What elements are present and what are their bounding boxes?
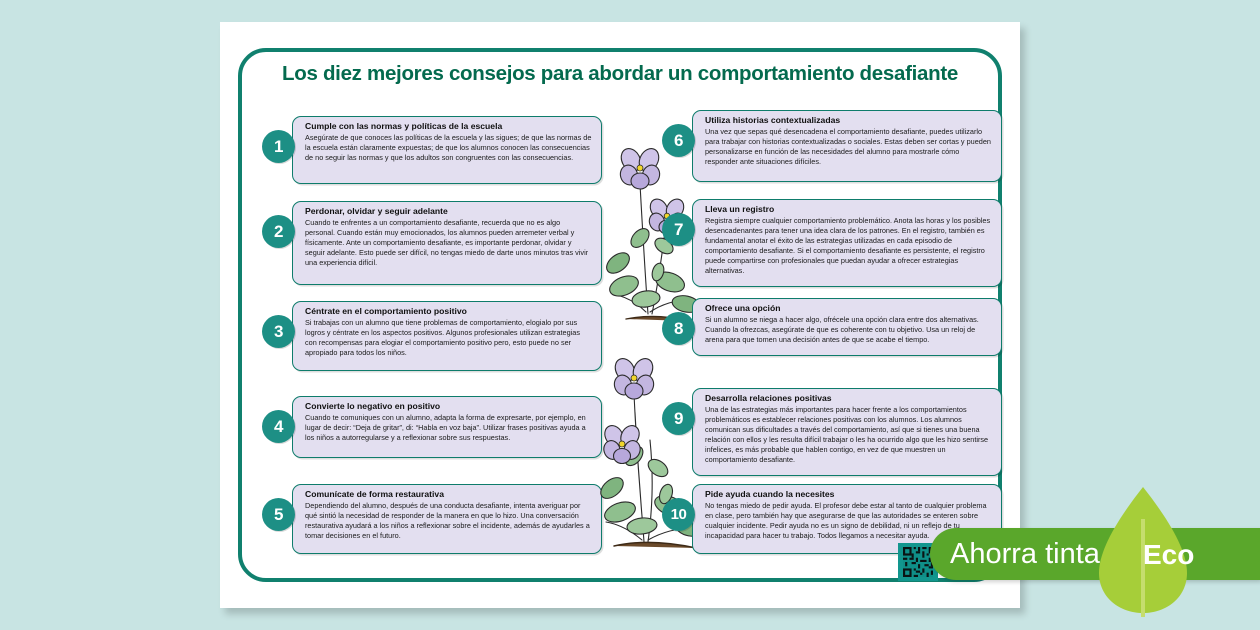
tip-number-10: 10 — [662, 498, 695, 531]
tip-body-3: Céntrate en el comportamiento positivo S… — [292, 301, 602, 371]
tip-heading-5: Comunícate de forma restaurativa — [305, 489, 444, 499]
tip-body-6: Utiliza historias contextualizadas Una v… — [692, 110, 1002, 182]
tip-text-7: Registra siempre cualquier comportamient… — [705, 215, 991, 276]
tip-body-7: Lleva un registro Registra siempre cualq… — [692, 199, 1002, 287]
tip-text-9: Una de las estrategias más importantes p… — [705, 404, 989, 465]
eco-sublabel: Eco — [1143, 539, 1195, 570]
eco-badge: Ahorra tinta Eco — [930, 487, 1260, 617]
tip-heading-10: Pide ayuda cuando la necesites — [705, 489, 835, 499]
tip-text-4: Cuando te comuniques con un alumno, adap… — [305, 412, 586, 442]
tip-card-8: 8 Ofrece una opción Si un alumno se nieg… — [662, 298, 1002, 356]
tip-card-3: 3 Céntrate en el comportamiento positivo… — [262, 301, 602, 371]
tip-number-5: 5 — [262, 498, 295, 531]
tip-number-6: 6 — [662, 124, 695, 157]
tip-body-2: Perdonar, olvidar y seguir adelante Cuan… — [292, 201, 602, 285]
tip-card-9: 9 Desarrolla relaciones positivas Una de… — [662, 388, 1002, 476]
tip-number-9: 9 — [662, 402, 695, 435]
tip-text-1: Asegúrate de que conoces las políticas d… — [305, 132, 592, 162]
tip-number-4: 4 — [262, 410, 295, 443]
eco-pill — [930, 528, 1260, 580]
tip-number-2: 2 — [262, 215, 295, 248]
tip-text-6: Una vez que sepas qué desencadena el com… — [705, 126, 991, 167]
tip-text-10: No tengas miedo de pedir ayuda. El profe… — [705, 500, 987, 541]
tip-card-10: 10 Pide ayuda cuando la necesites No ten… — [662, 484, 1002, 554]
tip-heading-7: Lleva un registro — [705, 204, 775, 214]
tip-body-9: Desarrolla relaciones positivas Una de l… — [692, 388, 1002, 476]
tip-heading-4: Convierte lo negativo en positivo — [305, 401, 441, 411]
tip-card-7: 7 Lleva un registro Registra siempre cua… — [662, 199, 1002, 287]
tip-text-8: Si un alumno se niega a hacer algo, ofré… — [705, 314, 979, 344]
tip-body-5: Comunícate de forma restaurativa Dependi… — [292, 484, 602, 554]
tip-number-7: 7 — [662, 213, 695, 246]
page-title: Los diez mejores consejos para abordar u… — [282, 62, 958, 85]
tip-number-1: 1 — [262, 130, 295, 163]
tip-heading-9: Desarrolla relaciones positivas — [705, 393, 832, 403]
tip-card-4: 4 Convierte lo negativo en positivo Cuan… — [262, 396, 602, 458]
tip-number-3: 3 — [262, 315, 295, 348]
eco-label: Ahorra tinta — [950, 538, 1100, 570]
leaf-icon — [1099, 487, 1187, 617]
tip-number-8: 8 — [662, 312, 695, 345]
tip-text-5: Dependiendo del alumno, después de una c… — [305, 500, 590, 541]
tip-card-1: 1 Cumple con las normas y políticas de l… — [262, 116, 602, 184]
tip-body-4: Convierte lo negativo en positivo Cuando… — [292, 396, 602, 458]
tip-heading-2: Perdonar, olvidar y seguir adelante — [305, 206, 448, 216]
tip-heading-3: Céntrate en el comportamiento positivo — [305, 306, 467, 316]
tip-heading-1: Cumple con las normas y políticas de la … — [305, 121, 503, 131]
tip-text-2: Cuando te enfrentes a un comportamiento … — [305, 217, 589, 268]
tip-text-3: Si trabajas con un alumno que tiene prob… — [305, 317, 581, 358]
tip-body-8: Ofrece una opción Si un alumno se niega … — [692, 298, 1002, 356]
tip-body-1: Cumple con las normas y políticas de la … — [292, 116, 602, 184]
tip-heading-8: Ofrece una opción — [705, 303, 781, 313]
tip-heading-6: Utiliza historias contextualizadas — [705, 115, 841, 125]
tip-card-2: 2 Perdonar, olvidar y seguir adelante Cu… — [262, 201, 602, 285]
tip-card-6: 6 Utiliza historias contextualizadas Una… — [662, 110, 1002, 182]
tip-card-5: 5 Comunícate de forma restaurativa Depen… — [262, 484, 602, 554]
